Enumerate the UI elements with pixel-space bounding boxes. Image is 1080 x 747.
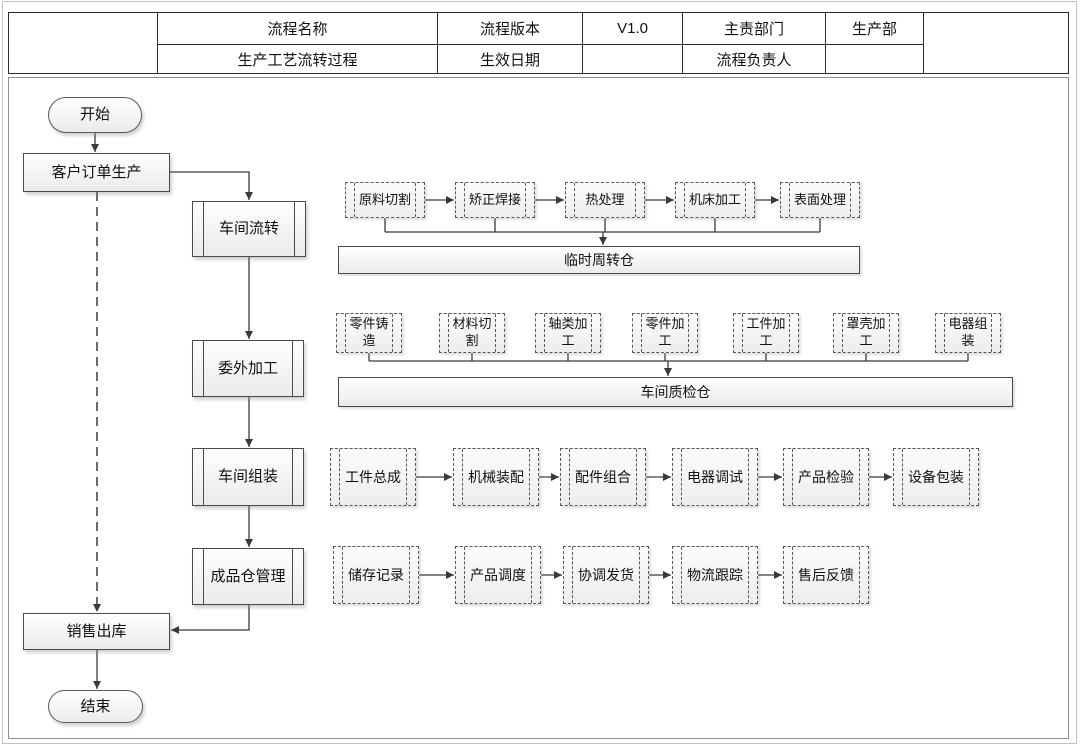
header-empty-cell	[8, 12, 158, 74]
process-step: 热处理	[565, 182, 645, 218]
stage-warehouse: 成品仓管理	[192, 548, 304, 605]
header-effective-date-value	[582, 44, 683, 74]
stage-workshop-flow: 车间流转	[192, 201, 306, 257]
process-step: 配件组合	[560, 448, 646, 506]
header-process-name-label: 流程名称	[157, 12, 438, 45]
process-step: 售后反馈	[783, 546, 869, 604]
process-step: 储存记录	[333, 546, 419, 604]
process-step: 电器组装	[935, 313, 1001, 353]
sales-outbound-node: 销售出库	[23, 613, 170, 650]
header-department-value: 生产部	[825, 12, 924, 45]
process-step: 材料切割	[439, 313, 505, 353]
process-step: 物流跟踪	[672, 546, 758, 604]
process-step: 产品检验	[783, 448, 869, 506]
customer-order-node: 客户订单生产	[23, 153, 170, 192]
stage-outsourcing: 委外加工	[192, 340, 304, 397]
process-step: 轴类加工	[535, 313, 601, 353]
process-step: 工件总成	[330, 448, 416, 506]
process-step: 设备包装	[893, 448, 979, 506]
end-node: 结束	[48, 690, 143, 723]
header-version-value: V1.0	[582, 12, 683, 45]
process-step: 电器调试	[672, 448, 758, 506]
process-step: 矫正焊接	[455, 182, 535, 218]
process-step: 零件加工	[632, 313, 698, 353]
process-step: 罩壳加工	[833, 313, 899, 353]
process-step: 机床加工	[675, 182, 755, 218]
header-owner-value	[825, 44, 924, 74]
process-step: 表面处理	[780, 182, 860, 218]
process-step: 协调发货	[563, 546, 649, 604]
header-department-label: 主责部门	[682, 12, 826, 45]
stage-assembly: 车间组装	[192, 448, 304, 506]
process-step: 工件加工	[733, 313, 799, 353]
process-step: 零件铸造	[336, 313, 402, 353]
header-effective-date-label: 生效日期	[437, 44, 583, 74]
header-version-label: 流程版本	[437, 12, 583, 45]
process-step: 机械装配	[453, 448, 539, 506]
header-process-name-value: 生产工艺流转过程	[157, 44, 438, 74]
header-owner-label: 流程负责人	[682, 44, 826, 74]
header-empty-cell-right	[923, 12, 1069, 74]
start-node: 开始	[48, 97, 142, 133]
temp-warehouse-bar: 临时周转仓	[338, 246, 860, 274]
qc-warehouse-bar: 车间质检仓	[338, 377, 1013, 407]
process-step: 原料切割	[345, 182, 425, 218]
process-step: 产品调度	[455, 546, 541, 604]
